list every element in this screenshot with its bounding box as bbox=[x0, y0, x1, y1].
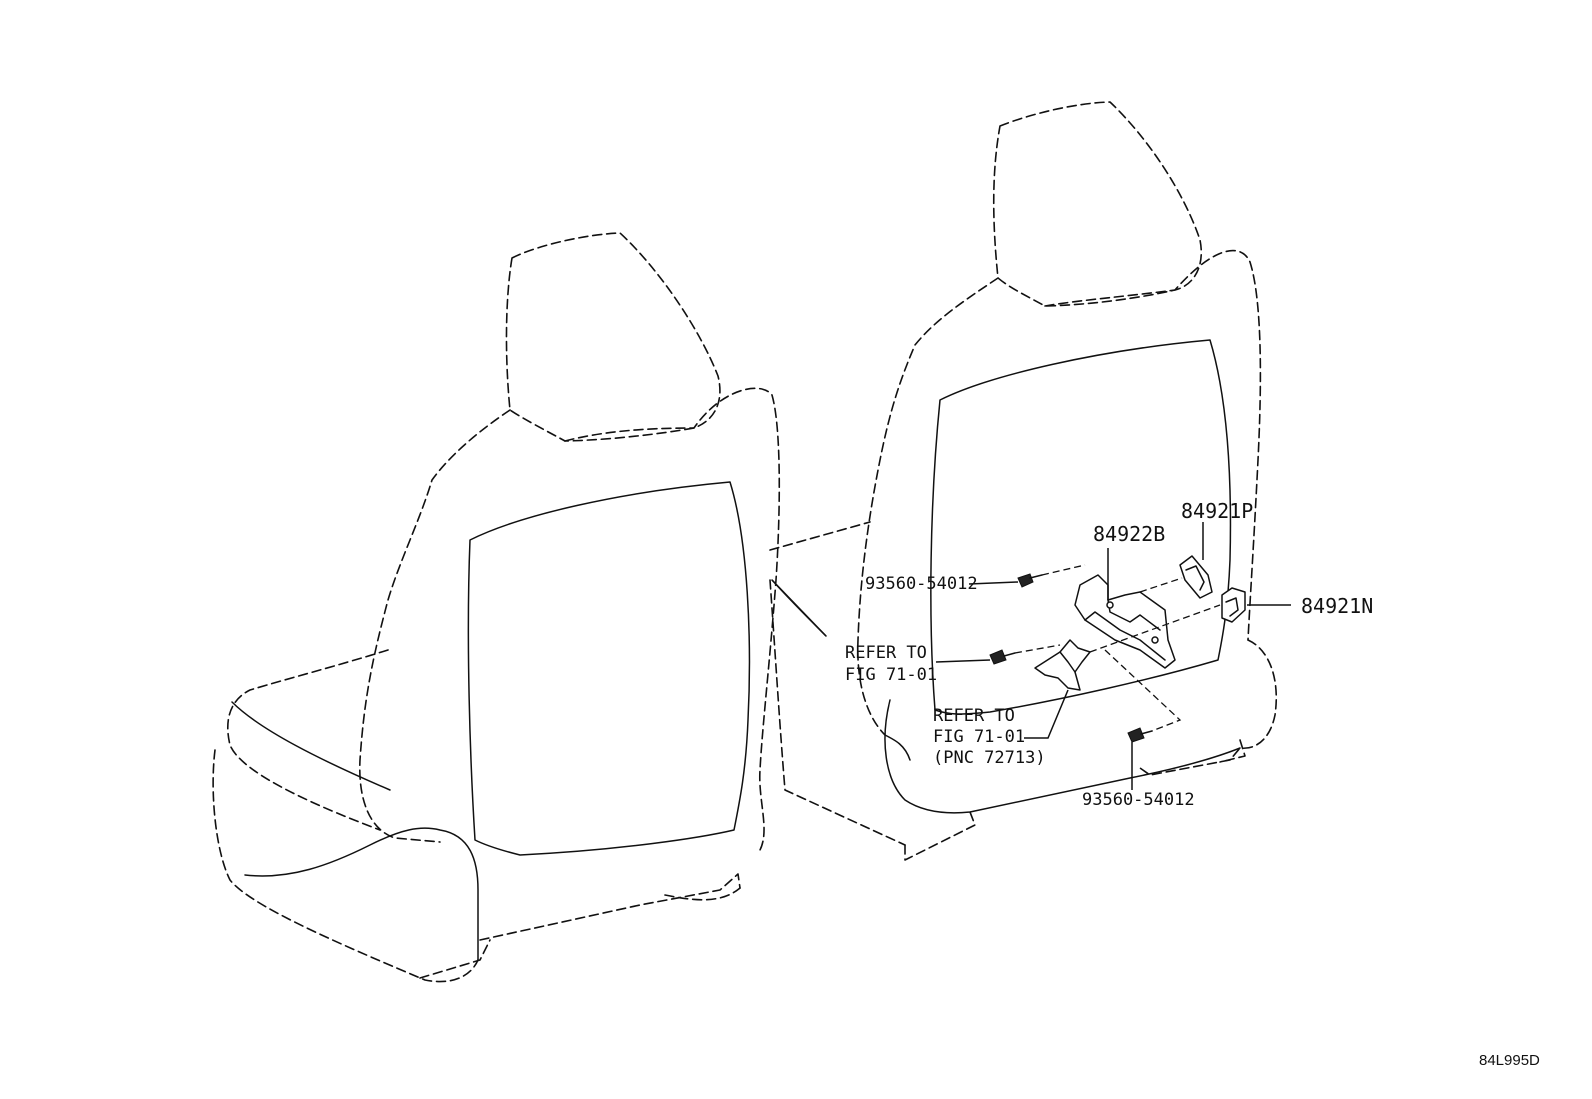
callout-93560-54012-upper: 93560-54012 bbox=[865, 574, 978, 594]
refer-to-fig-line-1: FIG 71-01 bbox=[845, 665, 938, 685]
right-seat-backrest bbox=[857, 249, 1262, 736]
seat-back-bracket-part bbox=[1074, 574, 1176, 669]
callout-93560-54012-lower: 93560-54012 bbox=[1082, 790, 1195, 810]
cover-84921N-part bbox=[1221, 587, 1246, 623]
refer-to-line-2: REFER TO bbox=[933, 706, 1015, 726]
bolt-lower bbox=[1127, 727, 1153, 743]
cover-84921P-part bbox=[1179, 555, 1213, 599]
callout-84921P: 84921P bbox=[1181, 499, 1254, 523]
left-seat-cushion bbox=[227, 649, 389, 831]
left-seat-headrest bbox=[505, 232, 721, 442]
lever-part bbox=[1034, 639, 1091, 691]
right-seat bbox=[769, 101, 1278, 861]
refer-to-pnc: (PNC 72713) bbox=[933, 748, 1046, 768]
callout-84921N: 84921N bbox=[1301, 594, 1374, 618]
left-seat-back-panel bbox=[467, 481, 751, 856]
bolt-middle bbox=[989, 649, 1016, 665]
left-seat bbox=[212, 232, 827, 983]
right-seat-headrest bbox=[992, 101, 1202, 307]
callout-84922B: 84922B bbox=[1093, 522, 1166, 546]
right-seat-back-panel bbox=[930, 339, 1232, 715]
drawing-code: 84L995D bbox=[1479, 1052, 1540, 1069]
bolt-upper bbox=[1017, 573, 1043, 588]
left-seat-backrest bbox=[359, 387, 781, 851]
refer-to-line-1: REFER TO bbox=[845, 643, 927, 663]
leader-lines bbox=[771, 522, 1291, 790]
refer-to-fig-line-2: FIG 71-01 bbox=[933, 727, 1026, 747]
